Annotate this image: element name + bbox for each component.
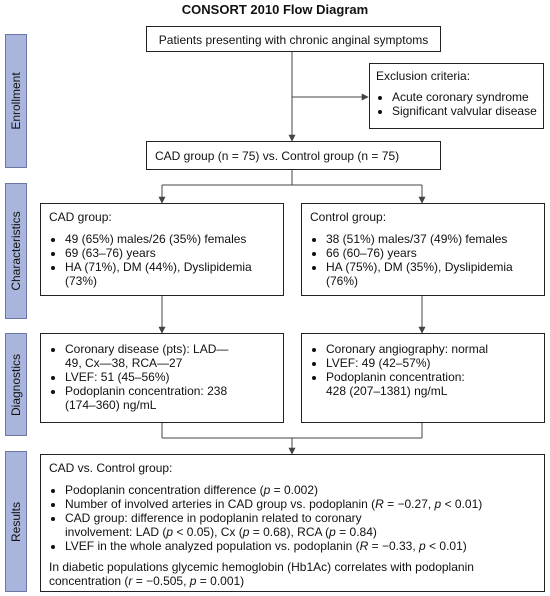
result-item: Podoplanin concentration difference (p =… <box>65 483 536 497</box>
cad-diagnostic-item: Coronary disease (pts): LAD—49, Cx—38, R… <box>65 342 275 370</box>
groups-box: CAD group (n = 75) vs. Control group (n … <box>146 141 441 170</box>
cad-diagnostic-item: LVEF: 51 (45–56%) <box>65 370 275 384</box>
cad-diagnostics-box: Coronary disease (pts): LAD—49, Cx—38, R… <box>40 333 284 423</box>
control-characteristic-item: HA (75%), DM (35%), Dyslipidemia (76%) <box>326 260 536 288</box>
control-characteristics-title: Control group: <box>310 210 387 224</box>
control-diagnostics-box: Coronary angiography: normal LVEF: 49 (4… <box>301 333 545 423</box>
cad-characteristic-item: 69 (63–76) years <box>65 246 275 260</box>
patients-text: Patients presenting with chronic anginal… <box>158 33 429 47</box>
cad-characteristic-item: HA (71%), DM (44%), Dyslipidemia (73%) <box>65 260 275 288</box>
exclusion-item: Acute coronary syndrome <box>392 90 537 104</box>
results-title: CAD vs. Control group: <box>49 461 173 475</box>
exclusion-box: Exclusion criteria: Acute coronary syndr… <box>369 63 544 129</box>
cad-characteristics-box: CAD group: 49 (65%) males/26 (35%) femal… <box>40 203 284 296</box>
diagram-title: CONSORT 2010 Flow Diagram <box>181 2 369 17</box>
cad-diagnostic-item: Podoplanin concentration: 238 (174–360) … <box>65 384 275 412</box>
sidebar-enrollment: Enrollment <box>5 34 27 168</box>
control-diagnostic-item: Coronary angiography: normal <box>326 342 536 356</box>
control-characteristic-item: 38 (51%) males/37 (49%) females <box>326 232 536 246</box>
results-note: In diabetic populations glycemic hemoglo… <box>49 560 474 588</box>
groups-text: CAD group (n = 75) vs. Control group (n … <box>155 149 400 163</box>
result-item: LVEF in the whole analyzed population vs… <box>65 539 536 553</box>
control-characteristics-box: Control group: 38 (51%) males/37 (49%) f… <box>301 203 545 296</box>
cad-characteristics-title: CAD group: <box>49 210 112 224</box>
result-item: CAD group: difference in podoplanin rela… <box>65 511 536 539</box>
control-diagnostic-item: Podoplanin concentration: 428 (207–1381)… <box>326 370 536 398</box>
cad-characteristic-item: 49 (65%) males/26 (35%) females <box>65 232 275 246</box>
sidebar-characteristics: Characteristics <box>5 183 27 319</box>
results-box: CAD vs. Control group: Podoplanin concen… <box>40 454 545 592</box>
result-item: Number of involved arteries in CAD group… <box>65 497 536 511</box>
patients-box: Patients presenting with chronic anginal… <box>146 26 441 52</box>
control-diagnostic-item: LVEF: 49 (42–57%) <box>326 356 536 370</box>
sidebar-results: Results <box>5 451 27 592</box>
sidebar-diagnostics: Diagnostics <box>5 333 27 436</box>
exclusion-item: Significant valvular disease <box>392 104 537 118</box>
control-characteristic-item: 66 (60–76) years <box>326 246 536 260</box>
exclusion-title: Exclusion criteria: <box>376 69 471 83</box>
